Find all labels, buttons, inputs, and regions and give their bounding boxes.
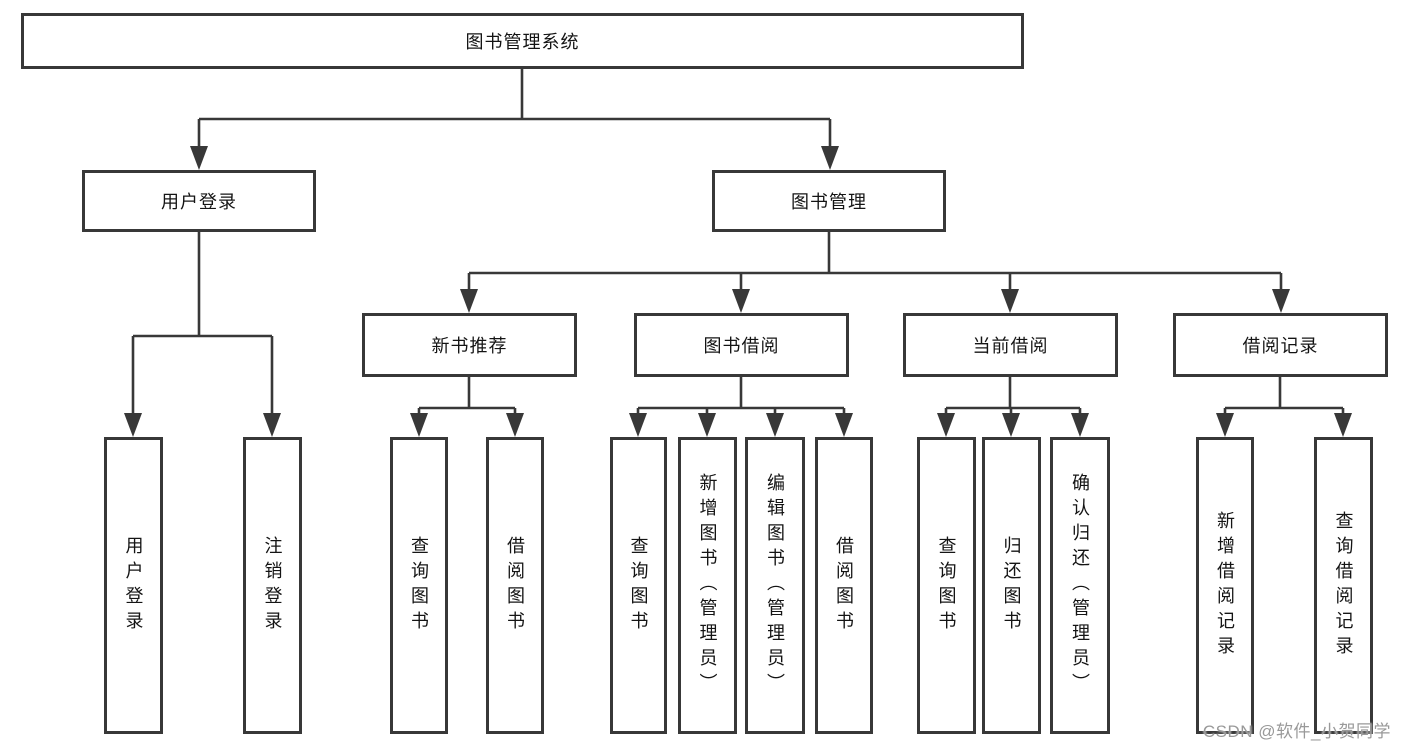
node-label: 新书推荐: [431, 336, 508, 356]
leaf-borrow-books-recommend: 借阅图书: [486, 437, 544, 734]
arrowhead-leaf-1: [263, 413, 281, 437]
node-label: 图书管理: [791, 192, 867, 212]
leaf-borrow-books: 借阅图书: [815, 437, 873, 734]
arrowhead-l3-0: [460, 289, 478, 313]
node-book-management: 图书管理: [712, 170, 946, 232]
leaf-query-books-recommend: 查询图书: [390, 437, 448, 734]
arrowhead-leaf-7: [835, 413, 853, 437]
leaf-query-books-borrow: 查询图书: [610, 437, 667, 734]
arrowhead-leaf-9: [1002, 413, 1020, 437]
arrowhead-leaf-3: [506, 413, 524, 437]
node-label: 借阅记录: [1242, 336, 1319, 356]
leaf-logout: 注销登录: [243, 437, 302, 734]
arrowhead-leaf-10: [1071, 413, 1089, 437]
node-current-borrow: 当前借阅: [903, 313, 1118, 377]
leaf-query-books-current: 查询图书: [917, 437, 976, 734]
arrowheads: [124, 146, 1352, 437]
arrowhead-leaf-0: [124, 413, 142, 437]
arrowhead-leaf-5: [698, 413, 716, 437]
arrowhead-l3-1: [732, 289, 750, 313]
node-root-system: 图书管理系统: [21, 13, 1024, 69]
arrowhead-leaf-12: [1334, 413, 1352, 437]
node-label: 用户登录: [161, 192, 237, 212]
arrowhead-user-login: [190, 146, 208, 170]
arrowhead-leaf-6: [766, 413, 784, 437]
arrowhead-l3-3: [1272, 289, 1290, 313]
node-user-login: 用户登录: [82, 170, 316, 232]
leaf-add-borrow-record: 新增借阅记录: [1196, 437, 1254, 734]
arrowhead-leaf-11: [1216, 413, 1234, 437]
leaf-add-books-admin: 新增图书（管理员）: [678, 437, 737, 734]
node-label: 图书借阅: [703, 336, 780, 356]
arrowhead-l3-2: [1001, 289, 1019, 313]
leaf-user-login: 用户登录: [104, 437, 163, 734]
node-book-borrow: 图书借阅: [634, 313, 849, 377]
arrowhead-leaf-2: [410, 413, 428, 437]
arrowhead-book-mgmt: [821, 146, 839, 170]
leaf-query-borrow-record: 查询借阅记录: [1314, 437, 1373, 734]
csdn-watermark: CSDN @软件_小贺同学: [1202, 722, 1391, 741]
node-new-book-recommend: 新书推荐: [362, 313, 577, 377]
node-label: 当前借阅: [972, 336, 1049, 356]
leaf-edit-books-admin: 编辑图书（管理员）: [745, 437, 805, 734]
node-label: 图书管理系统: [465, 32, 580, 52]
arrowhead-leaf-4: [629, 413, 647, 437]
node-borrow-records: 借阅记录: [1173, 313, 1388, 377]
arrowhead-leaf-8: [937, 413, 955, 437]
leaf-return-books: 归还图书: [982, 437, 1041, 734]
leaf-confirm-return-admin: 确认归还（管理员）: [1050, 437, 1110, 734]
